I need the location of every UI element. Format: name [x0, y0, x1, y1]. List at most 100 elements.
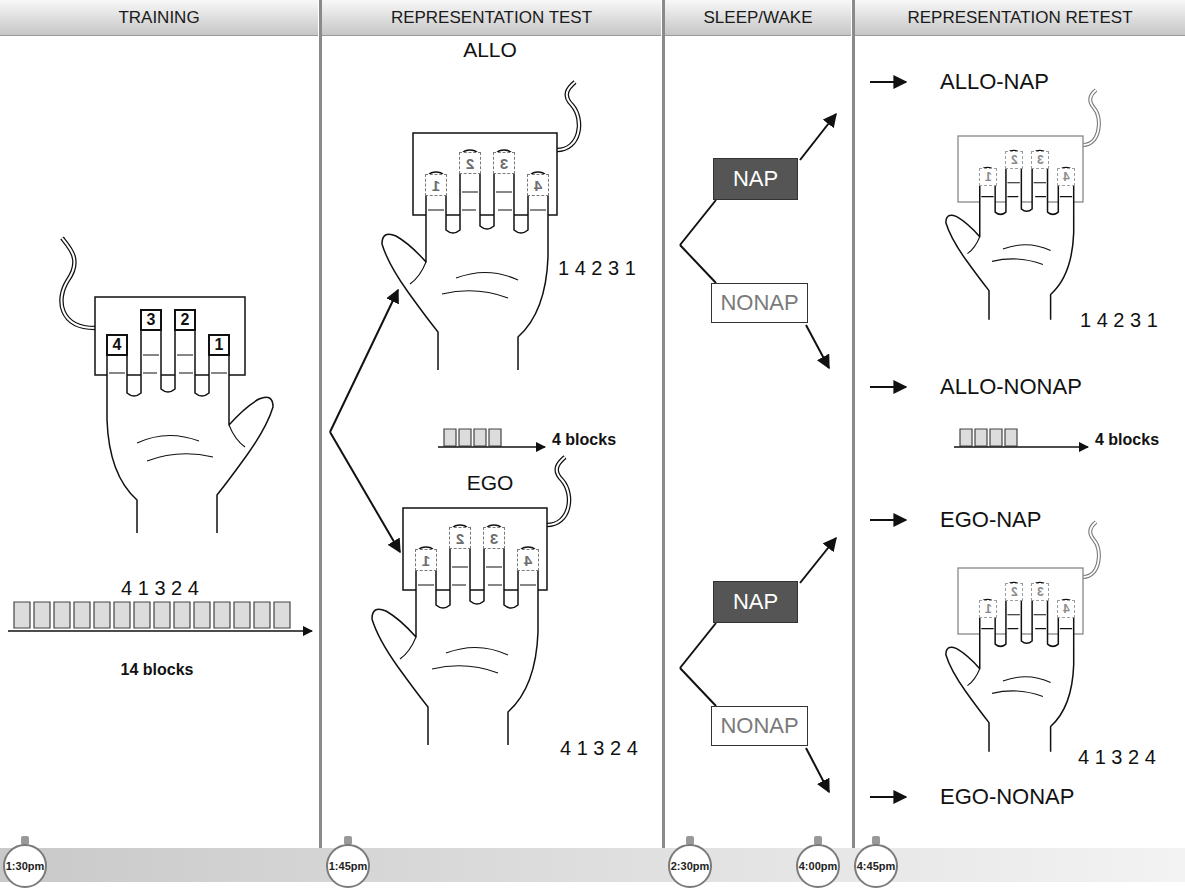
branch-line — [680, 245, 716, 283]
column-divider — [662, 0, 665, 848]
keypad-cable — [547, 457, 569, 525]
column-divider — [852, 0, 855, 848]
node-text: NAP — [733, 591, 778, 613]
keypad-cable — [61, 238, 95, 328]
branch-arrow — [330, 432, 400, 552]
node-text: 2 — [1011, 154, 1018, 166]
node-text: NONAP — [720, 292, 798, 314]
column-header: REPRESENTATION RETEST — [855, 0, 1185, 36]
key-box: 1 — [425, 174, 447, 196]
nap-box: NAP — [713, 158, 798, 200]
stopwatch-time: 1:45pm — [326, 844, 370, 888]
node-text: 4 — [113, 337, 122, 353]
keypad-cable — [1083, 522, 1099, 577]
time-axis — [438, 446, 545, 448]
node-text: 3 — [1037, 586, 1044, 598]
node-text: 4 — [524, 553, 532, 568]
node-text: 4:00pm — [799, 861, 838, 872]
node-text: 2 — [181, 312, 190, 328]
group-label: EGO-NAP — [940, 508, 1041, 532]
node-text: 4 — [1063, 603, 1070, 615]
node-text: 2 — [456, 531, 464, 546]
node-text: 1 — [985, 603, 992, 615]
stopwatch-time: 1:30pm — [3, 844, 47, 888]
key-box: 3 — [493, 152, 515, 174]
key-box: 4 — [106, 334, 128, 356]
time-bar — [0, 848, 1185, 882]
group-label: EGO-NONAP — [940, 785, 1074, 809]
group-arrow — [870, 386, 906, 388]
node-text: 1 — [422, 553, 430, 568]
keypad-cable — [557, 82, 579, 150]
node-text: 3 — [500, 156, 508, 171]
node-text: NONAP — [720, 715, 798, 737]
keypad-cable — [1083, 90, 1099, 145]
key-box: 4 — [517, 549, 539, 571]
node-text: 1 — [215, 337, 224, 353]
time-axis — [954, 446, 1088, 448]
key-box: 3 — [483, 527, 505, 549]
stopwatch-time: 2:30pm — [668, 844, 712, 888]
hand-drawing — [946, 582, 1074, 751]
node-text: REPRESENTATION RETEST — [907, 9, 1132, 26]
key-box: 2 — [1005, 151, 1023, 169]
key-box: 2 — [174, 309, 196, 331]
branch-arrow — [806, 325, 829, 368]
key-box: 3 — [1031, 151, 1049, 169]
condition-label: ALLO — [463, 38, 517, 61]
keypad-cable — [61, 238, 95, 328]
group-arrow — [870, 796, 906, 798]
key-box: 1 — [208, 334, 230, 356]
group-arrow — [870, 81, 906, 83]
training-blocks — [14, 602, 290, 628]
node-text: 2:30pm — [671, 861, 710, 872]
node-text: 1 — [985, 171, 992, 183]
test-blocks — [444, 429, 501, 446]
branch-line — [680, 668, 716, 706]
node-text: 3 — [490, 531, 498, 546]
key-box: 2 — [449, 527, 471, 549]
node-text: 1 — [432, 178, 440, 193]
group-arrow — [870, 519, 906, 521]
keypad-cable — [557, 82, 579, 150]
nonap-box: NONAP — [711, 283, 808, 323]
key-box: 2 — [459, 152, 481, 174]
key-box: 1 — [415, 549, 437, 571]
sequence-label: 4 1 3 2 4 — [121, 577, 199, 599]
time-axis — [8, 630, 312, 632]
branch-arrow — [800, 114, 836, 160]
node-text: NAP — [733, 168, 778, 190]
block-count: 4 blocks — [552, 431, 616, 449]
block-count: 4 blocks — [1095, 431, 1159, 449]
node-text: TRAINING — [118, 9, 199, 26]
node-text: 1:30pm — [6, 861, 45, 872]
node-text: 2 — [1011, 586, 1018, 598]
sequence-label: 4 1 3 2 4 — [560, 737, 638, 759]
sequence-label: 4 1 3 2 4 — [1078, 746, 1156, 768]
node-text: REPRESENTATION TEST — [391, 9, 592, 26]
key-box: 1 — [979, 168, 997, 186]
branch-line — [680, 200, 716, 245]
sequence-label: 1 4 2 3 1 — [558, 257, 636, 279]
key-box: 4 — [1057, 168, 1075, 186]
node-text: 3 — [147, 312, 156, 328]
column-header: TRAINING — [0, 0, 318, 36]
node-text: 3 — [1037, 154, 1044, 166]
key-box: 3 — [1031, 583, 1049, 601]
node-text: 2 — [466, 156, 474, 171]
key-box: 1 — [979, 600, 997, 618]
key-box: 4 — [527, 174, 549, 196]
branch-arrow — [806, 748, 829, 792]
hand-drawing — [107, 313, 273, 533]
node-text: 4 — [1063, 171, 1070, 183]
block-count: 14 blocks — [121, 661, 194, 679]
sequence-label: 1 4 2 3 1 — [1080, 309, 1158, 331]
node-text: 1:45pm — [329, 861, 368, 872]
keypad-cable — [1083, 90, 1099, 145]
node-text: 4:45pm — [857, 861, 896, 872]
hand-drawing — [372, 525, 538, 745]
node-text: SLEEP/WAKE — [704, 9, 813, 26]
stopwatch-time: 4:45pm — [854, 844, 898, 888]
retest-blocks — [960, 429, 1017, 446]
